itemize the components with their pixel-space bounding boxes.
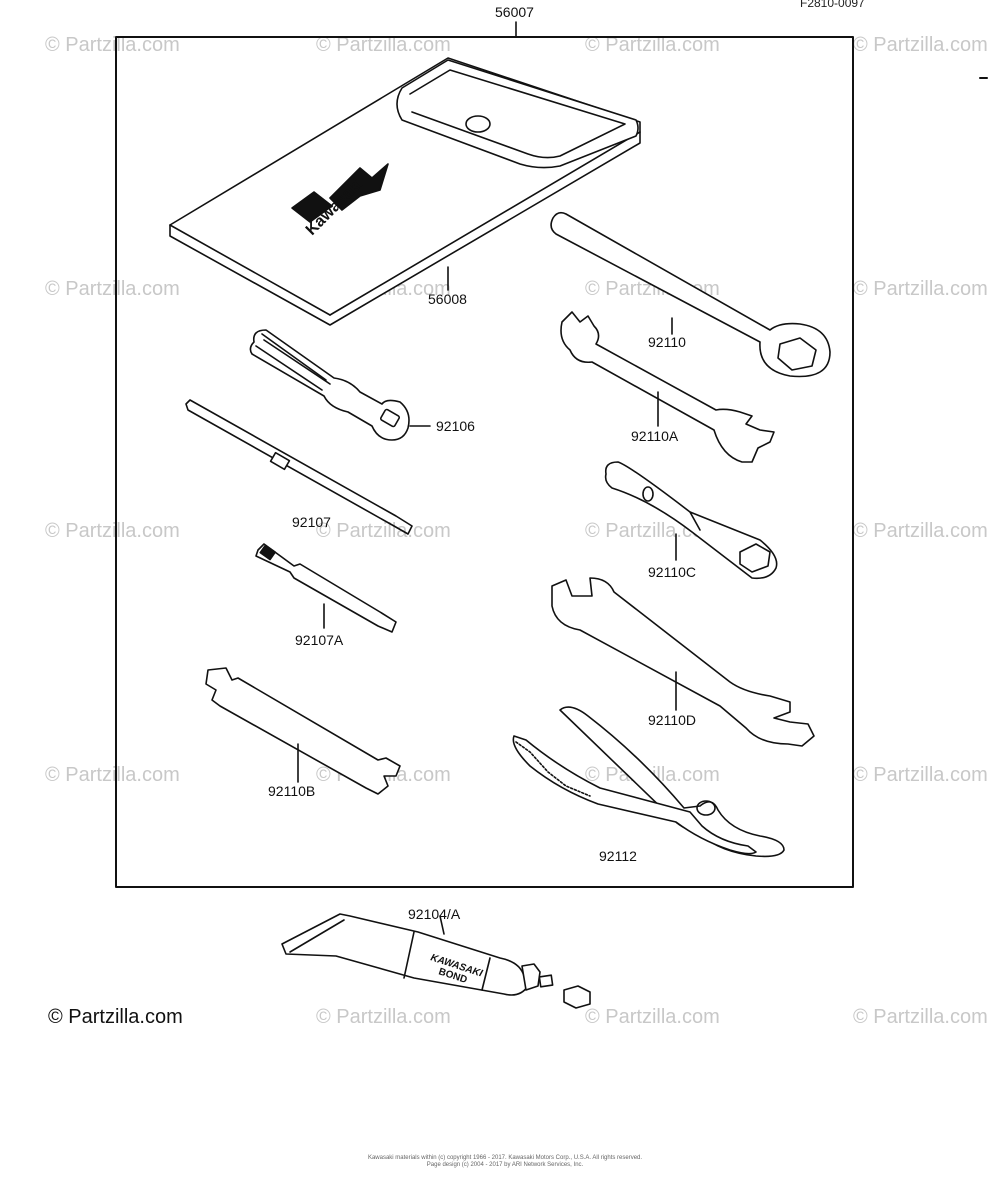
part-label-screwdriver[interactable]: 92107 bbox=[292, 514, 331, 530]
watermark: © Partzilla.com bbox=[316, 34, 451, 56]
kit-frame bbox=[115, 36, 854, 888]
spark-plug-wrench bbox=[604, 461, 778, 580]
screwdriver-handle bbox=[249, 329, 431, 441]
figure-code: F2810-0097 bbox=[800, 0, 865, 10]
watermark: © Partzilla.com bbox=[45, 278, 180, 300]
part-label-handle[interactable]: 92106 bbox=[436, 418, 475, 434]
part-label-kit[interactable]: 56007 bbox=[495, 4, 534, 20]
legal-line: Page design (c) 2004 - 2017 by ARI Netwo… bbox=[426, 1162, 584, 1168]
part-label-pouch[interactable]: 56008 bbox=[428, 291, 467, 307]
legal-notice: Kawasaki materials within (c) copyright … bbox=[340, 1155, 670, 1169]
part-label-bond-tube[interactable]: 92104/A bbox=[408, 906, 461, 922]
part-label-spark-plug-wrench[interactable]: 92110C bbox=[648, 564, 697, 580]
watermark: © Partzilla.com bbox=[45, 764, 180, 786]
watermark: © Partzilla.com bbox=[585, 1006, 720, 1028]
bond-tube bbox=[281, 913, 591, 1009]
box-wrench bbox=[550, 211, 831, 378]
kawasaki-logo bbox=[291, 163, 389, 223]
part-label-wrench-a[interactable]: 92110A bbox=[631, 428, 679, 444]
watermark: © Partzilla.com bbox=[853, 764, 988, 786]
watermark: © Partzilla.com bbox=[585, 34, 720, 56]
double-end-wrench bbox=[205, 667, 401, 795]
screwdriver-shaft bbox=[185, 399, 413, 535]
part-label-wrench-d[interactable]: 92110D bbox=[648, 712, 697, 728]
part-label-box-wrench[interactable]: 92110 bbox=[648, 334, 686, 350]
copyright-notice: © Partzilla.com bbox=[48, 1006, 183, 1028]
tool-pouch bbox=[169, 57, 641, 326]
watermark: © Partzilla.com bbox=[45, 34, 180, 56]
watermark: © Partzilla.com bbox=[316, 520, 451, 542]
part-label-wrench-b[interactable]: 92110B bbox=[268, 783, 316, 799]
legal-line: Kawasaki materials within (c) copyright … bbox=[367, 1155, 643, 1161]
part-label-pliers[interactable]: 92112 bbox=[599, 848, 637, 864]
watermark: © Partzilla.com bbox=[316, 1006, 451, 1028]
open-end-wrench-a bbox=[560, 311, 775, 463]
watermark: © Partzilla.com bbox=[853, 520, 988, 542]
part-label-screwdriver-bit[interactable]: 92107A bbox=[295, 632, 344, 648]
pliers bbox=[512, 706, 785, 858]
screwdriver-bit bbox=[255, 543, 397, 633]
watermark: © Partzilla.com bbox=[853, 1006, 988, 1028]
open-end-wrench-d bbox=[551, 577, 815, 747]
watermark: © Partzilla.com bbox=[853, 34, 988, 56]
watermark: © Partzilla.com bbox=[853, 278, 988, 300]
watermark: © Partzilla.com bbox=[45, 520, 180, 542]
